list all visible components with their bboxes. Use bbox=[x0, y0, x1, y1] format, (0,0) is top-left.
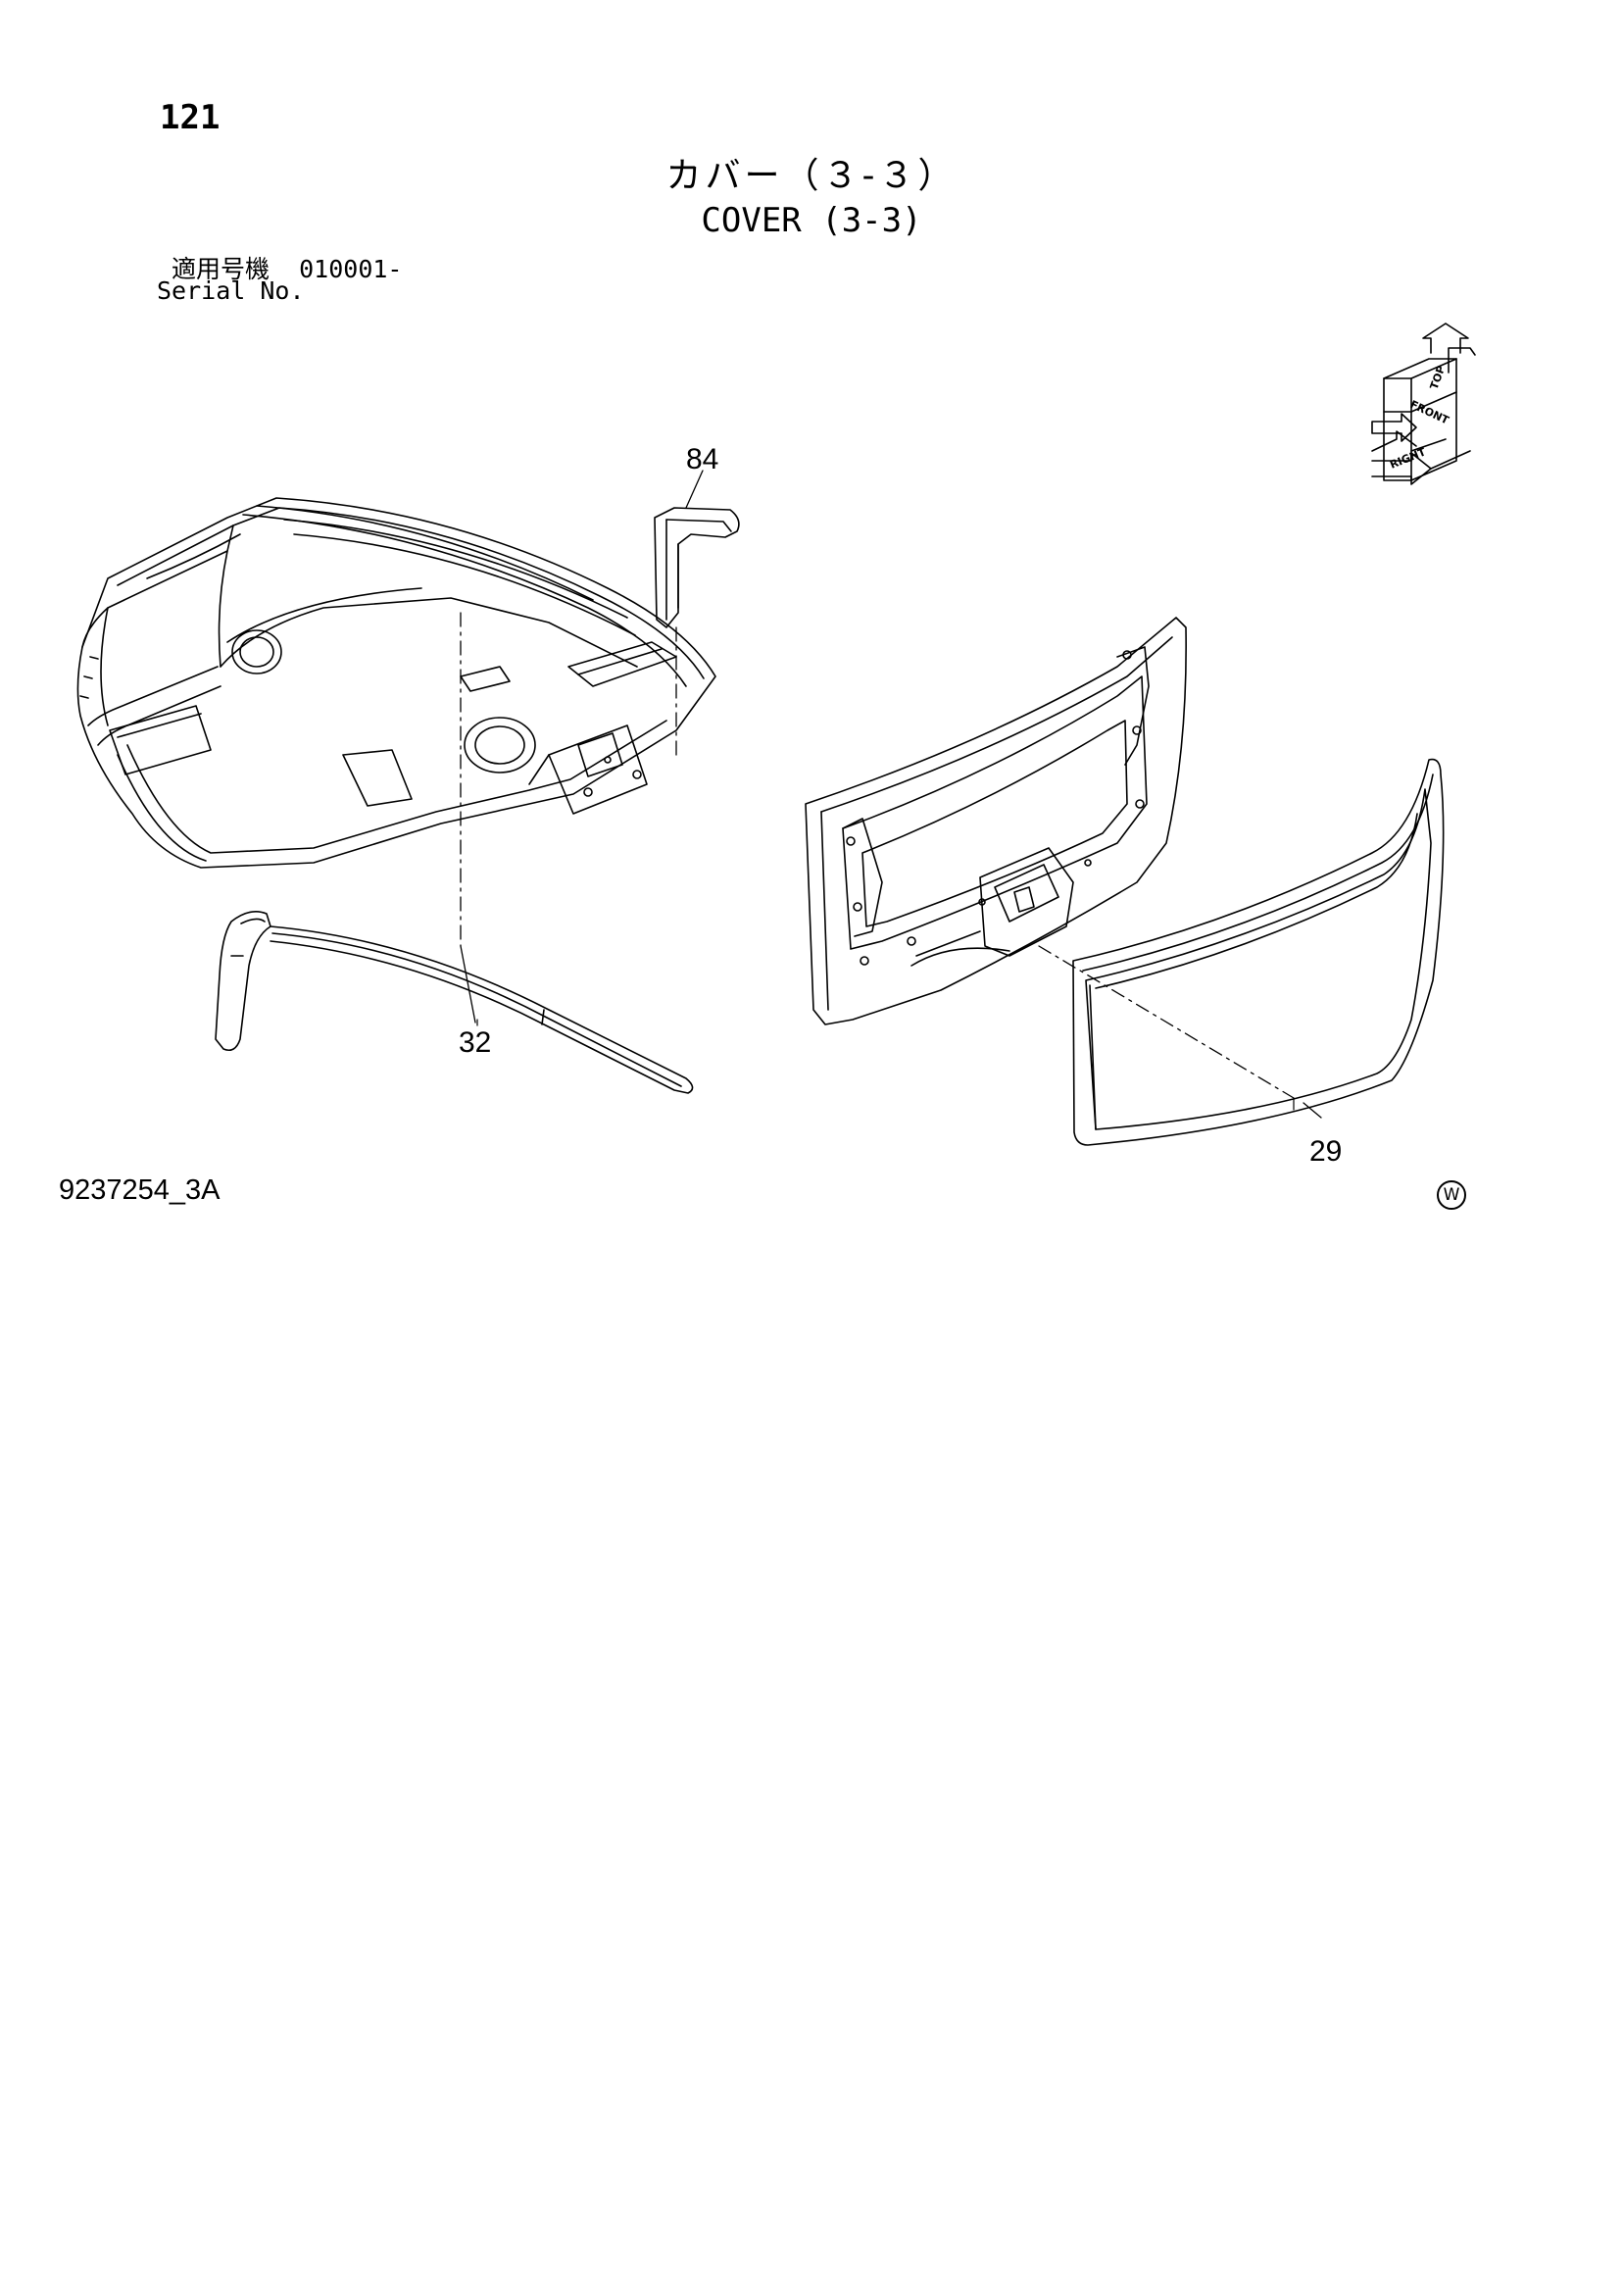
orientation-top-label: TOP bbox=[1428, 364, 1449, 391]
serial-line-jp: 適用号機 010001- bbox=[172, 250, 402, 285]
side-cover-drawing bbox=[76, 497, 716, 869]
serial-value: 010001- bbox=[299, 255, 403, 283]
orientation-front-label: FRONT bbox=[1408, 398, 1451, 427]
bracket-part-84-drawing bbox=[654, 470, 740, 628]
callout-part-84: 84 bbox=[686, 443, 719, 475]
orientation-right-label: RIGHT bbox=[1388, 445, 1428, 472]
page-title-jp: カバー（３-３） bbox=[665, 156, 958, 196]
page-number: 121 bbox=[160, 98, 221, 137]
window-seal-part-29-drawing bbox=[1072, 758, 1445, 1146]
mark-w-icon: W bbox=[1437, 1180, 1466, 1210]
page-title-en: COVER (3-3) bbox=[701, 201, 922, 240]
assembly-guide-lines bbox=[460, 612, 1295, 1099]
callout-part-32: 32 bbox=[459, 1026, 492, 1059]
weather-strip-part-32-drawing bbox=[215, 911, 694, 1094]
serial-label-en: Serial No. bbox=[157, 276, 305, 305]
door-panel-drawing bbox=[805, 617, 1187, 1025]
callout-part-29: 29 bbox=[1309, 1135, 1343, 1168]
serial-label-jp: 適用号機 bbox=[172, 255, 270, 283]
orientation-indicator bbox=[1371, 323, 1476, 485]
drawing-number: 9237254_3A bbox=[59, 1174, 221, 1206]
